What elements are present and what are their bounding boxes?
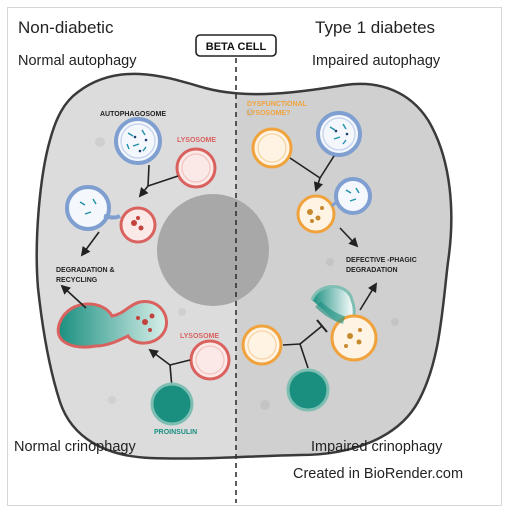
dysfunctional-label-line1: DYSFUNCTIONAL	[247, 101, 308, 108]
degradation-arrow-right	[359, 282, 378, 311]
dysfunctional-label-line2: LYSOSOME?	[247, 110, 290, 117]
defective-autolysosome-right	[296, 177, 372, 234]
defective-arrow-right	[339, 227, 359, 248]
right-top-caption: Impaired autophagy	[312, 53, 441, 69]
defective-label-line2: DEGRADATION	[346, 267, 398, 274]
proinsulin-granule-right	[286, 368, 330, 412]
nucleus	[157, 194, 269, 306]
merge-arrows-left	[138, 164, 179, 198]
merge-arrows-right	[289, 155, 335, 192]
crinophagosome-left	[56, 300, 168, 349]
defective-label-line1: DEFECTIVE -PHAGIC	[346, 257, 417, 264]
degradation-label-line1: DEGRADATION &	[56, 267, 115, 274]
blocked-merge-arrows-right	[282, 319, 328, 369]
left-bottom-caption: Normal crinophagy	[14, 439, 136, 455]
beta-cell-label: BETA CELL	[206, 41, 267, 53]
left-title: Non-diabetic	[18, 18, 114, 37]
left-top-caption: Normal autophagy	[18, 53, 137, 69]
proinsulin-granule-left	[150, 382, 194, 426]
crinophagosome-right	[310, 285, 378, 362]
autolysosome-left	[65, 185, 157, 244]
right-bottom-caption: Impaired crinophagy	[311, 439, 443, 455]
dysfunctional-lysosome-bottom	[241, 324, 283, 366]
lysosome-left-top	[175, 147, 217, 189]
autophagosome-left	[114, 117, 162, 165]
biorender-credit: Created in BioRender.com	[293, 466, 463, 482]
lysosome-top-label: LYSOSOME	[177, 137, 216, 144]
proinsulin-label: PROINSULIN	[154, 429, 197, 436]
dysfunctional-lysosome-top	[251, 127, 293, 169]
right-title: Type 1 diabetes	[315, 18, 435, 37]
recycling-arrow-left	[60, 284, 87, 309]
beta-cell-label-box: BETA CELL	[195, 34, 277, 57]
lysosome-bottom-label: LYSOSOME	[180, 333, 219, 340]
degradation-arrow-left	[80, 231, 100, 257]
autophagosome-right	[316, 111, 362, 157]
degradation-label-line2: RECYCLING	[56, 277, 98, 284]
lysosome-left-bottom	[189, 339, 231, 381]
autophagosome-label: AUTOPHAGOSOME	[100, 111, 166, 118]
